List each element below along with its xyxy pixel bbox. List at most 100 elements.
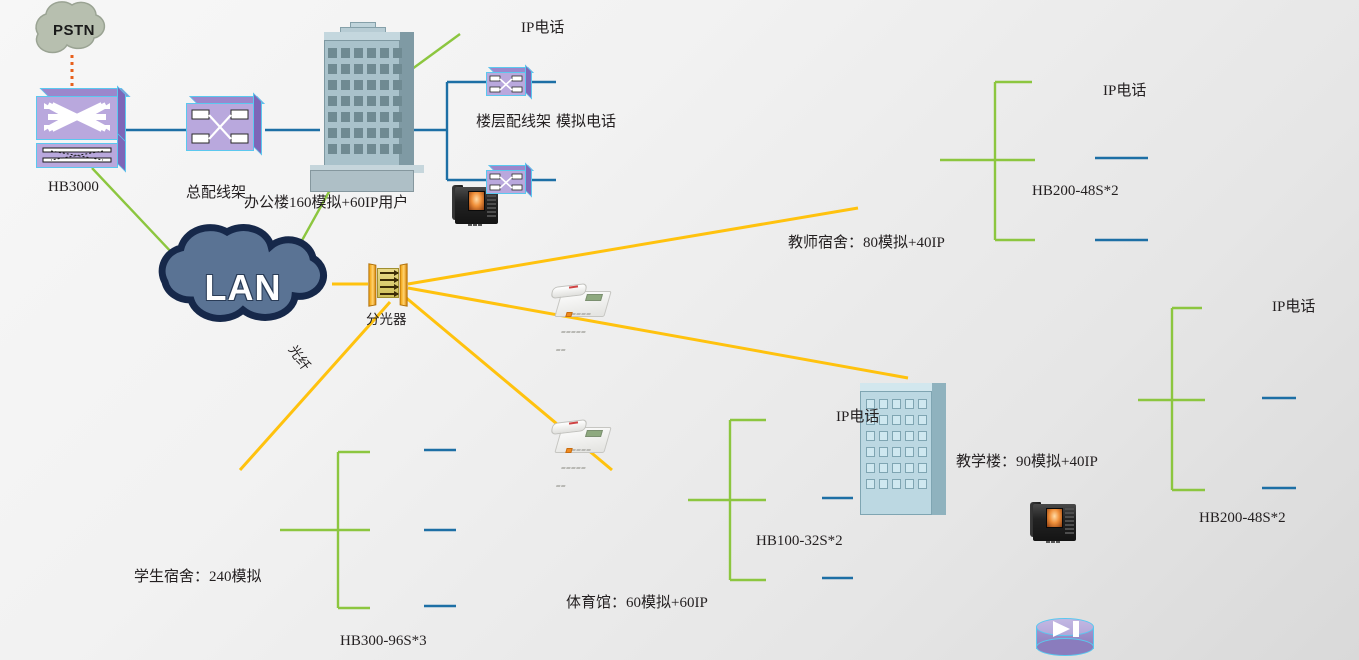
window — [367, 48, 376, 58]
analog-phone-office-2[interactable] — [550, 418, 612, 487]
floor-frame-2[interactable] — [486, 162, 536, 199]
window — [328, 80, 337, 90]
window — [393, 112, 402, 122]
hb3000-switch[interactable] — [36, 85, 132, 173]
window — [354, 80, 363, 90]
window — [354, 48, 363, 58]
window — [328, 96, 337, 106]
window — [354, 64, 363, 74]
onu-student-dorm-label: HB300-96S*3 — [340, 633, 427, 649]
window — [866, 463, 875, 473]
analog-phone-office-1[interactable] — [550, 282, 612, 351]
window — [905, 415, 914, 425]
teacher-dorm-building[interactable] — [850, 379, 950, 519]
window — [892, 431, 901, 441]
window — [341, 80, 350, 90]
window — [354, 112, 363, 122]
ip-phone-teacher-dorm[interactable] — [1030, 497, 1076, 543]
window — [866, 431, 875, 441]
window — [380, 48, 389, 58]
window — [918, 431, 927, 441]
window — [380, 112, 389, 122]
window — [905, 399, 914, 409]
window — [905, 479, 914, 489]
ip-phone-office[interactable] — [452, 180, 498, 226]
ip-phone-teacher-label: IP电话 — [1103, 83, 1147, 99]
window — [367, 128, 376, 138]
window — [354, 144, 363, 154]
window — [866, 399, 875, 409]
onu-teaching-label: HB200-48S*2 — [1199, 510, 1286, 526]
window — [341, 128, 350, 138]
crossconnect-small-icon — [489, 173, 523, 191]
window — [866, 447, 875, 457]
window — [380, 64, 389, 74]
ip-phone-teaching-label: IP电话 — [1272, 299, 1316, 315]
window — [367, 112, 376, 122]
teacher-dorm-label: 教师宿舍：80模拟+40IP — [788, 235, 945, 251]
window — [918, 447, 927, 457]
window — [380, 96, 389, 106]
window — [380, 144, 389, 154]
window — [905, 431, 914, 441]
window — [905, 447, 914, 457]
window — [328, 144, 337, 154]
switch-arrows-icon — [44, 102, 110, 132]
window — [866, 479, 875, 489]
window — [879, 447, 888, 457]
window — [393, 96, 402, 106]
analog-phone-office-label: 模拟电话 — [556, 114, 617, 130]
onu-gym-label: HB100-32S*2 — [756, 533, 843, 549]
window — [892, 447, 901, 457]
splitter-label: 分光器 — [366, 312, 407, 327]
window — [905, 463, 914, 473]
window — [918, 463, 927, 473]
window — [393, 80, 402, 90]
window — [367, 144, 376, 154]
mdf-label: 总配线架 — [186, 185, 247, 201]
office-building[interactable] — [306, 22, 426, 197]
lan-label: LAN — [204, 267, 282, 308]
lan-cloud[interactable]: LAN — [150, 240, 336, 330]
main-distribution-frame[interactable] — [186, 92, 268, 164]
floor-frame-label: 楼层配线架 — [476, 114, 552, 130]
office-building-label: 办公楼160模拟+60IP用户 — [244, 195, 409, 211]
window — [918, 415, 927, 425]
window — [892, 463, 901, 473]
window — [341, 144, 350, 154]
window — [328, 112, 337, 122]
window — [879, 431, 888, 441]
window — [892, 399, 901, 409]
crossconnect-icon — [191, 109, 249, 144]
window — [393, 48, 402, 58]
window — [380, 128, 389, 138]
window — [892, 479, 901, 489]
window — [341, 64, 350, 74]
pstn-label: PSTN — [52, 22, 95, 39]
optical-splitter[interactable] — [366, 262, 410, 308]
window — [328, 48, 337, 58]
hb3000-lower-face — [36, 143, 118, 168]
onu-teacher-dorm-1[interactable] — [1036, 618, 1094, 656]
window — [341, 112, 350, 122]
window — [393, 128, 402, 138]
window — [879, 415, 888, 425]
window — [328, 64, 337, 74]
window — [866, 415, 875, 425]
crossconnect-small-icon — [489, 75, 523, 93]
window — [918, 399, 927, 409]
window — [892, 415, 901, 425]
gym-label: 体育馆：60模拟+60IP — [566, 595, 708, 611]
window — [393, 64, 402, 74]
window — [879, 479, 888, 489]
ip-phone-gym-label: IP电话 — [836, 409, 880, 425]
floor-frame-1[interactable] — [486, 64, 536, 101]
window — [367, 96, 376, 106]
window — [367, 64, 376, 74]
pstn-cloud[interactable]: PSTN — [28, 5, 120, 61]
window — [341, 96, 350, 106]
window — [341, 48, 350, 58]
lan-cloud-shape — [158, 224, 328, 322]
